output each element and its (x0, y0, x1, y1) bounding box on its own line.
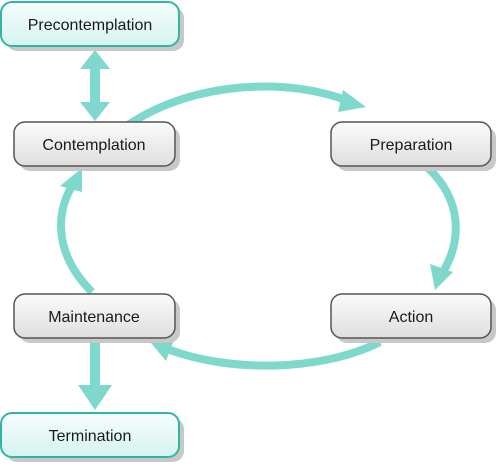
arrowhead-to-preparation (338, 90, 366, 112)
node-precontemplation: Precontemplation (0, 1, 184, 51)
node-termination: Termination (0, 412, 184, 462)
arrow-maintenance-to-termination (78, 340, 112, 410)
arrowhead-to-contemplation (60, 168, 82, 192)
node-label-preparation: Preparation (370, 137, 453, 154)
arrow-contemplation-to-preparation (125, 82, 350, 129)
node-preparation: Preparation (330, 121, 496, 171)
arrowhead-to-action (430, 264, 453, 290)
node-label-contemplation: Contemplation (42, 137, 145, 154)
node-maintenance: Maintenance (13, 293, 180, 343)
double-arrow-precontemplation-contemplation (80, 50, 110, 121)
node-action: Action (330, 293, 496, 343)
arrow-maintenance-to-contemplation (57, 183, 95, 295)
arrows (57, 50, 460, 410)
node-contemplation: Contemplation (13, 121, 180, 171)
node-label-precontemplation: Precontemplation (28, 17, 153, 34)
arrow-action-to-maintenance (168, 338, 382, 370)
node-label-action: Action (389, 309, 433, 326)
node-label-maintenance: Maintenance (48, 309, 140, 326)
arrowhead-to-maintenance (151, 340, 174, 361)
arrow-preparation-to-action (425, 165, 460, 275)
node-label-termination: Termination (49, 428, 132, 445)
